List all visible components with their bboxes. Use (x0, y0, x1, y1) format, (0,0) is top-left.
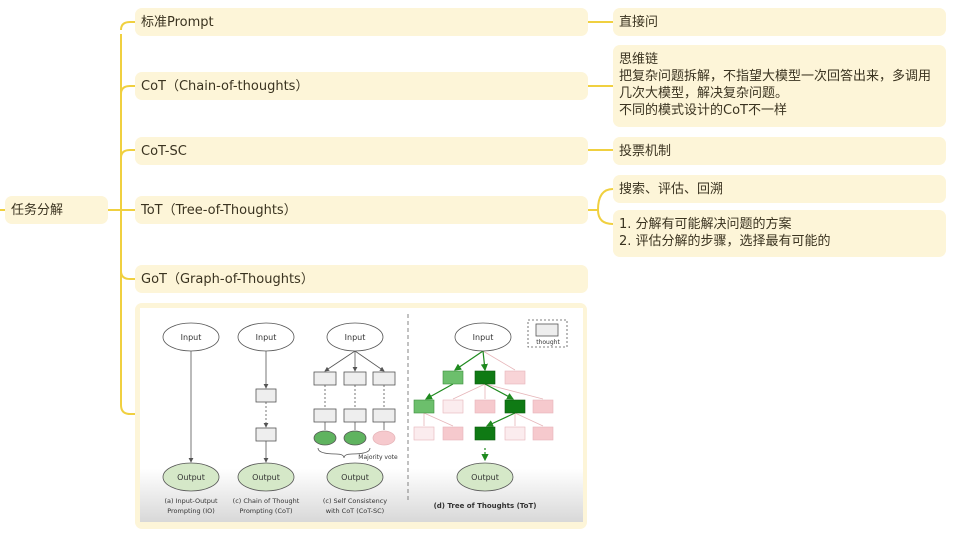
branch-cot-sc[interactable]: CoT-SC (135, 137, 588, 165)
tot-input-label: Input (473, 333, 494, 342)
tot-caption: (d) Tree of Thoughts (ToT) (434, 502, 537, 510)
note-cot[interactable]: 思维链 把复杂问题拆解，不指望大模型一次回答出来，多调用几次大模型，解决复杂问题… (613, 45, 946, 127)
tot-output-label: Output (471, 473, 499, 482)
note-text: 1. 分解有可能解决问题的方案 2. 评估分解的步骤，选择最有可能的 (619, 217, 831, 249)
note-text: 投票机制 (619, 143, 672, 159)
io-input-label: Input (181, 333, 202, 342)
io-caption-2: Prompting (IO) (167, 507, 215, 515)
branch-cot[interactable]: CoT（Chain-of-thoughts） (135, 72, 588, 100)
note-text: 搜索、评估、回溯 (619, 181, 724, 197)
note-tot-search[interactable]: 搜索、评估、回溯 (613, 175, 946, 203)
branch-label: GoT（Graph-of-Thoughts） (141, 271, 314, 287)
root-label: 任务分解 (11, 202, 64, 218)
io-caption-1: (a) Input-Output (164, 497, 218, 505)
root-node[interactable]: 任务分解 (5, 196, 108, 224)
cot-caption-1: (c) Chain of Thought (233, 497, 300, 505)
note-tot-steps[interactable]: 1. 分解有可能解决问题的方案 2. 评估分解的步骤，选择最有可能的 (613, 210, 946, 257)
branch-label: 标准Prompt (141, 14, 214, 30)
note-text: 直接问 (619, 14, 659, 30)
cot-input-label: Input (256, 333, 277, 342)
branch-tot[interactable]: ToT（Tree-of-Thoughts） (135, 196, 588, 224)
note-standard-prompt[interactable]: 直接问 (613, 8, 946, 36)
cot-output-label: Output (252, 473, 280, 482)
cot-caption-2: Prompting (CoT) (240, 507, 293, 515)
majority-vote-label: Majority vote (358, 454, 398, 461)
sc-output-label: Output (341, 473, 369, 482)
sc-caption-2: with CoT (CoT-SC) (326, 507, 384, 515)
thought-legend-label: thought (536, 339, 560, 346)
prompting-diagram: Input Input Input Input Output Output Ou… (140, 308, 583, 522)
io-output-label: Output (177, 473, 205, 482)
note-text: 思维链 把复杂问题拆解，不指望大模型一次回答出来，多调用几次大模型，解决复杂问题… (619, 52, 932, 118)
branch-label: CoT-SC (141, 143, 187, 159)
note-cot-sc[interactable]: 投票机制 (613, 137, 946, 165)
branch-got[interactable]: GoT（Graph-of-Thoughts） (135, 265, 588, 293)
sc-input-label: Input (345, 333, 366, 342)
branch-label: ToT（Tree-of-Thoughts） (141, 202, 297, 218)
sc-caption-1: (c) Self Consistency (323, 497, 387, 505)
image-node[interactable]: Input Input Input Input Output Output Ou… (135, 303, 587, 529)
branch-standard-prompt[interactable]: 标准Prompt (135, 8, 588, 36)
branch-label: CoT（Chain-of-thoughts） (141, 78, 309, 94)
